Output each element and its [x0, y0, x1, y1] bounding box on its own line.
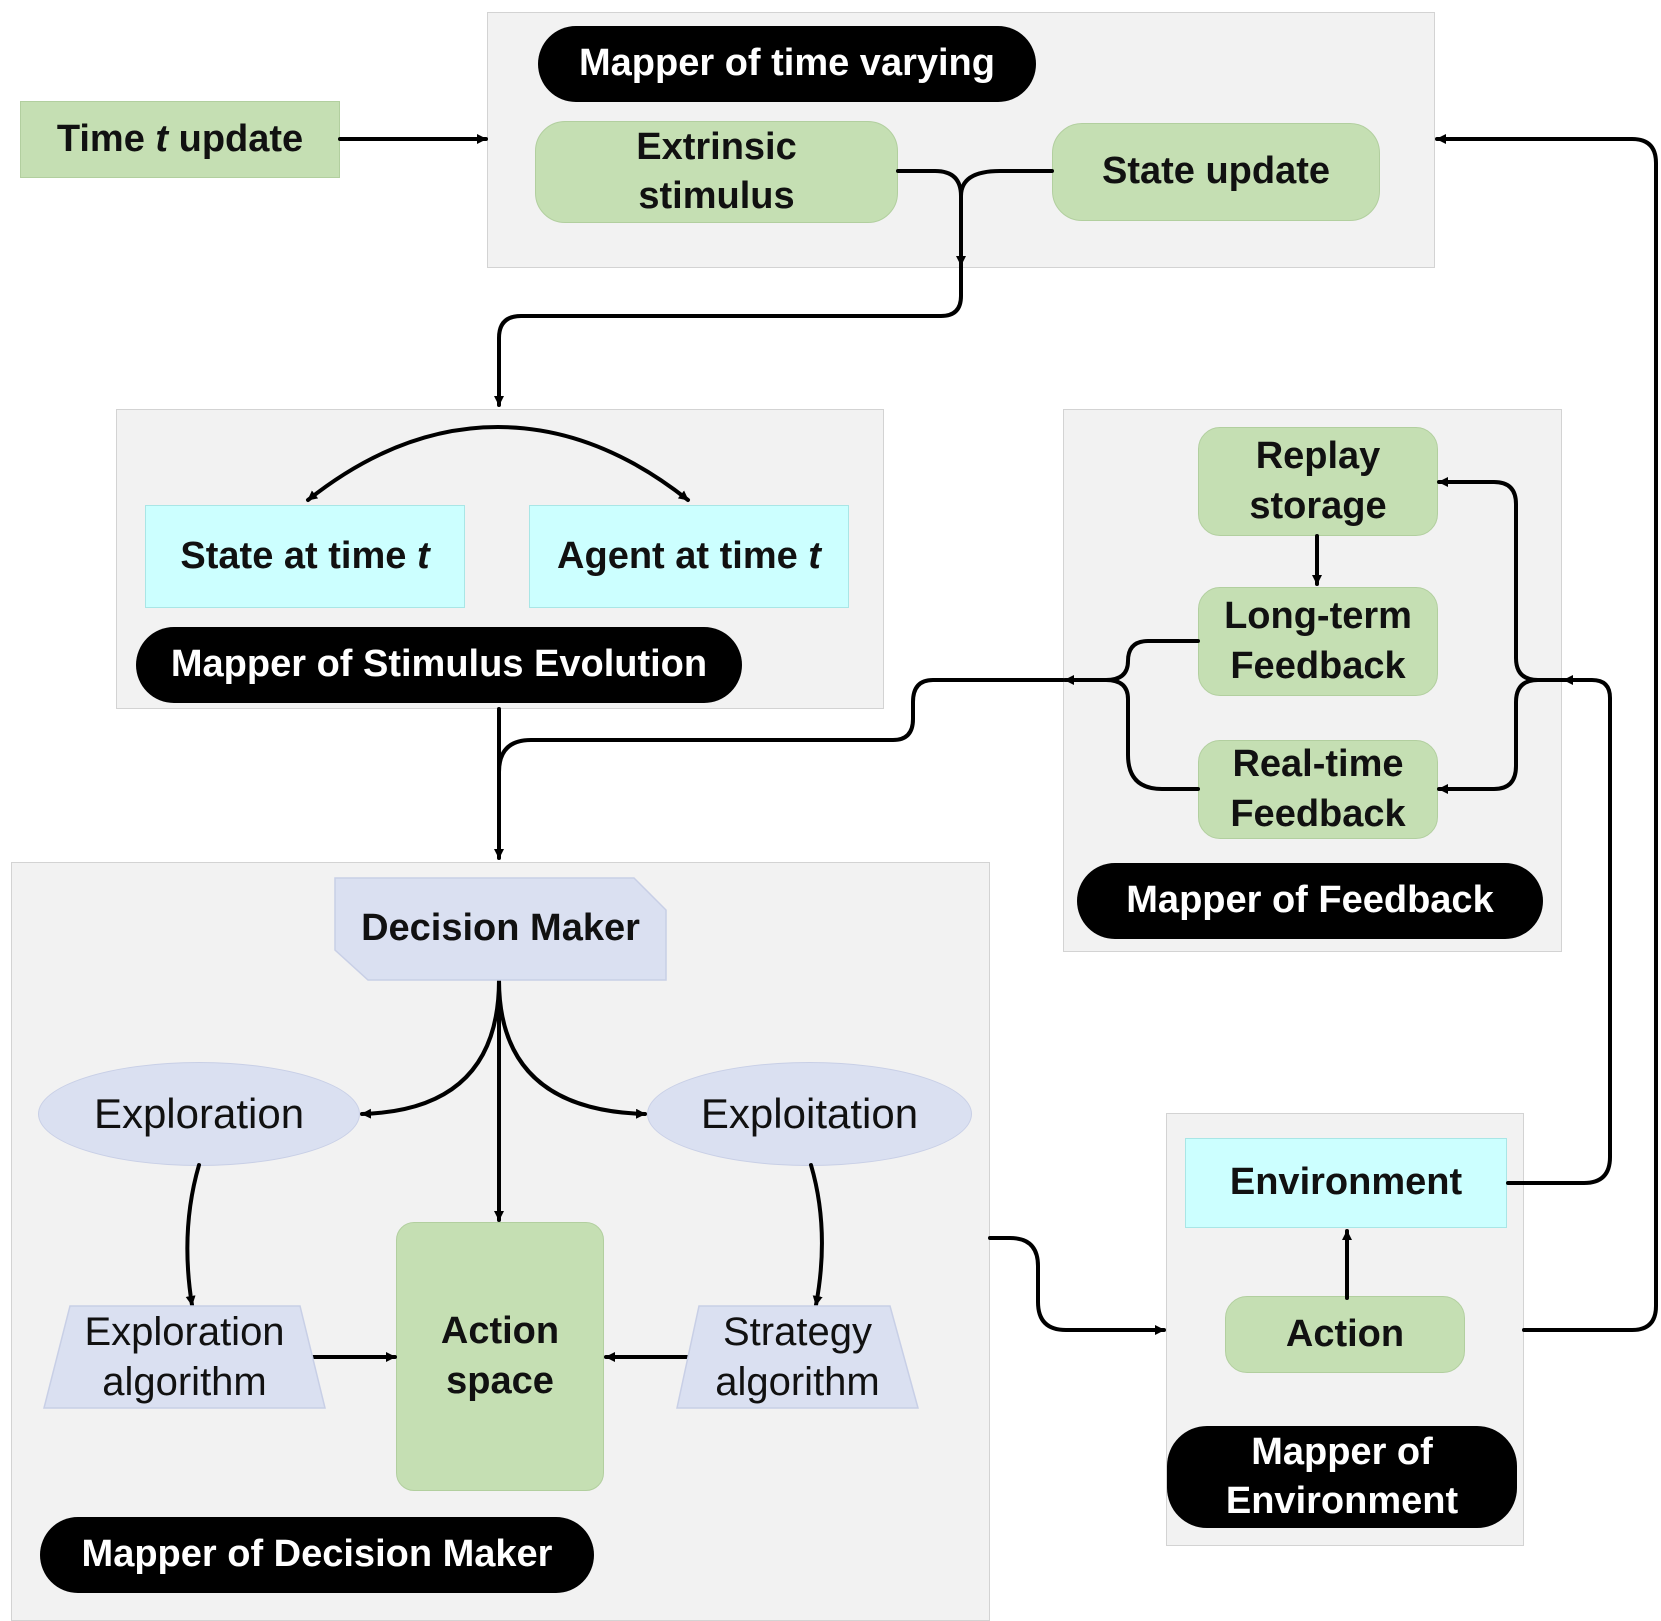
- arrow-environment-to-feedback: [1506, 675, 1612, 1185]
- strategy-algorithm-line1: Strategy: [723, 1310, 872, 1354]
- arrow-exploration-to-algorithm: [185, 1163, 201, 1307]
- time-update-label: Time t update: [57, 115, 303, 164]
- extrinsic-stimulus-line1: Extrinsic: [636, 125, 797, 168]
- long-term-feedback-line2: Feedback: [1230, 644, 1406, 687]
- stimulus-evolution-title: Mapper of Stimulus Evolution: [136, 627, 742, 703]
- action-box: Action: [1225, 1296, 1465, 1373]
- decision-maker-node: Decision Maker: [335, 878, 666, 980]
- stimulus-evolution-title-text: Mapper of Stimulus Evolution: [170, 643, 708, 686]
- extrinsic-stimulus-box: Extrinsic stimulus: [535, 121, 898, 223]
- replay-storage-label: Replay storage: [1249, 432, 1386, 531]
- extrinsic-stimulus-label: Extrinsic stimulus: [636, 123, 797, 222]
- agent-at-time-label: Agent at time t: [557, 532, 821, 581]
- decision-maker-label: Decision Maker: [361, 907, 640, 950]
- decision-maker-title-text: Mapper of Decision Maker: [81, 1533, 553, 1576]
- extrinsic-stimulus-line2: stimulus: [638, 175, 795, 217]
- action-space-line2: space: [446, 1359, 554, 1402]
- state-at-time-box: State at time t: [145, 505, 465, 608]
- replay-storage-line1: Replay: [1255, 435, 1381, 478]
- time-update-suffix: update: [168, 117, 304, 160]
- state-at-time-var: t: [416, 534, 430, 577]
- action-space-line1: Action: [440, 1310, 560, 1353]
- arrow-extrinsic-merge: [896, 169, 966, 267]
- state-update-label: State update: [1101, 150, 1331, 193]
- arrow-to-replay: [1437, 477, 1566, 682]
- action-label: Action: [1285, 1312, 1405, 1355]
- arrow-state-agent-right: [496, 425, 690, 502]
- environment-title: Mapper of Environment: [1167, 1426, 1517, 1528]
- exploration-ellipse: Exploration: [38, 1062, 360, 1166]
- agent-at-time-box: Agent at time t: [529, 505, 849, 608]
- time-update-prefix: Time: [56, 117, 156, 160]
- exploration-algorithm-node: Exploration algorithm: [44, 1306, 325, 1408]
- environment-title-line2: Environment: [1225, 1480, 1459, 1522]
- arrow-real-time-out: [1104, 678, 1200, 791]
- replay-storage-box: Replay storage: [1198, 427, 1438, 536]
- state-at-time-label: State at time t: [180, 532, 429, 581]
- arrow-dm-to-environment: [988, 1236, 1166, 1335]
- exploitation-label: Exploitation: [700, 1089, 919, 1137]
- agent-at-time-prefix: Agent at time: [557, 534, 809, 577]
- feedback-title-text: Mapper of Feedback: [1126, 879, 1494, 922]
- arrow-exploitation-to-strategy: [809, 1163, 824, 1307]
- exploration-label: Exploration: [93, 1089, 305, 1137]
- exploration-algorithm-line2: algorithm: [102, 1360, 267, 1404]
- state-at-time-prefix: State at time: [180, 534, 417, 577]
- environment-label: Environment: [1229, 1161, 1463, 1204]
- arrow-state-agent-left: [306, 425, 500, 502]
- replay-storage-line2: storage: [1249, 484, 1387, 527]
- arrow-feedback-to-decision: [497, 678, 1065, 774]
- environment-box: Environment: [1185, 1138, 1507, 1228]
- time-update-box: Time t update: [20, 101, 340, 178]
- real-time-feedback-line2: Feedback: [1230, 792, 1406, 835]
- state-update-box: State update: [1052, 123, 1380, 221]
- arrow-dm-to-exploration: [360, 978, 501, 1119]
- time-update-var: t: [155, 117, 169, 160]
- strategy-algorithm-line2: algorithm: [715, 1360, 880, 1404]
- arrow-action-to-time-varying: [1435, 134, 1658, 1332]
- arrow-to-real-time: [1437, 678, 1540, 794]
- action-space-label: Action space: [441, 1307, 559, 1406]
- long-term-feedback-line1: Long-term: [1224, 595, 1412, 638]
- feedback-title: Mapper of Feedback: [1077, 863, 1543, 939]
- arrow-state-update-merge: [959, 169, 1054, 198]
- exploration-algorithm-label: Exploration algorithm: [84, 1307, 284, 1407]
- strategy-algorithm-label: Strategy algorithm: [715, 1307, 880, 1407]
- agent-at-time-var: t: [808, 534, 821, 577]
- real-time-feedback-line1: Real-time: [1232, 743, 1404, 786]
- time-varying-title-text: Mapper of time varying: [579, 42, 995, 85]
- arrow-to-stimulus: [494, 263, 963, 407]
- arrow-dm-to-exploitation: [497, 978, 647, 1119]
- decision-maker-title: Mapper of Decision Maker: [40, 1517, 594, 1593]
- strategy-algorithm-node: Strategy algorithm: [677, 1306, 918, 1408]
- environment-title-line1: Mapper of: [1251, 1430, 1433, 1473]
- arrow-long-term-out: [1063, 639, 1200, 685]
- time-varying-title: Mapper of time varying: [538, 26, 1036, 102]
- exploration-algorithm-line1: Exploration: [84, 1310, 285, 1354]
- environment-title-text: Mapper of Environment: [1226, 1428, 1458, 1527]
